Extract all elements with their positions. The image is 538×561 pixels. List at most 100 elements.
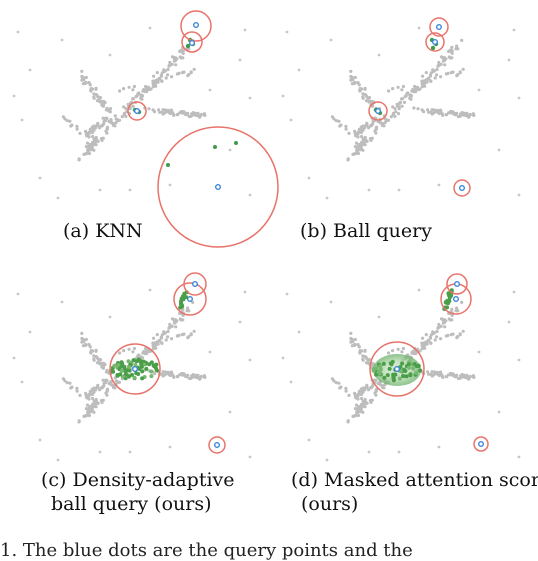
point-cloud-point <box>400 97 405 101</box>
point-cloud-point <box>401 84 405 89</box>
point-cloud-point <box>127 347 131 351</box>
point-cloud-point <box>383 121 387 125</box>
point-cloud-point <box>166 73 170 77</box>
point-cloud-point <box>163 108 167 112</box>
point-cloud-point <box>420 85 424 89</box>
point-cloud-point <box>91 402 95 406</box>
caption-d: (d) Masked attention score (ours) <box>291 468 538 516</box>
point-cloud-point <box>198 377 202 381</box>
noise-point <box>367 450 371 454</box>
point-cloud-point <box>137 353 141 357</box>
noise-point <box>437 183 441 187</box>
point-cloud-point <box>447 49 451 53</box>
point-cloud-point <box>175 319 179 323</box>
point-cloud-point <box>107 119 111 123</box>
point-cloud-point <box>161 112 165 116</box>
point-cloud-point <box>80 75 84 79</box>
query-point <box>214 183 221 190</box>
noise-point <box>20 380 24 384</box>
point-cloud-point <box>349 75 353 79</box>
point-cloud-point <box>422 110 426 114</box>
point-cloud-point <box>339 123 343 127</box>
point-cloud-point <box>114 121 118 125</box>
point-cloud-point <box>437 373 441 378</box>
point-cloud-point <box>157 338 161 342</box>
point-cloud-point <box>105 393 109 397</box>
point-cloud-point <box>393 114 397 118</box>
point-cloud-point <box>101 364 106 369</box>
point-cloud-point <box>105 368 109 372</box>
point-cloud-point <box>94 86 98 90</box>
point-cloud-point <box>105 131 109 135</box>
point-cloud-point <box>128 107 132 111</box>
noise-point <box>228 410 232 414</box>
point-cloud-point <box>455 74 459 78</box>
point-cloud-point <box>467 377 471 381</box>
noise-point <box>12 94 16 98</box>
point-cloud-point <box>171 112 175 116</box>
point-cloud-point <box>90 125 94 129</box>
noise-point <box>281 356 285 360</box>
point-cloud-point <box>151 347 155 351</box>
point-cloud-point <box>171 374 175 378</box>
neighbor-point <box>416 363 421 368</box>
point-cloud-point <box>403 95 407 99</box>
neighbor-point <box>412 362 417 366</box>
point-cloud-point <box>127 85 131 89</box>
point-cloud-point <box>354 141 359 145</box>
point-cloud-point <box>88 127 92 131</box>
neighbor-cluster <box>110 357 159 381</box>
noise-point <box>517 193 521 197</box>
cut-off-caption-text: 1. The blue dots are the query points an… <box>0 540 413 561</box>
noise-point <box>228 148 232 152</box>
point-cloud-point <box>357 404 361 409</box>
point-cloud-point <box>177 333 181 337</box>
point-cloud-point <box>421 336 425 340</box>
point-cloud-point <box>461 67 465 71</box>
point-cloud-point <box>363 398 367 402</box>
point-cloud-point <box>365 124 369 128</box>
query-point <box>186 296 193 303</box>
point-cloud-point <box>104 378 108 382</box>
point-cloud-point <box>444 375 448 379</box>
neighbor-point <box>126 359 131 364</box>
neighbor-point <box>132 375 137 380</box>
point-cloud-point <box>147 350 151 354</box>
point-cloud-point <box>92 354 96 358</box>
noise-point <box>98 188 102 192</box>
point-cloud-point <box>96 386 100 390</box>
point-cloud-point <box>68 119 72 123</box>
point-cloud-point <box>174 325 178 329</box>
point-cloud-point <box>196 111 200 115</box>
point-cloud-point <box>435 335 439 339</box>
point-cloud-point <box>425 342 429 346</box>
noise-point <box>497 148 501 152</box>
point-cloud-point <box>402 100 407 104</box>
noise-point <box>325 458 329 462</box>
point-cloud-point <box>144 350 148 354</box>
point-cloud-point <box>380 122 385 126</box>
point-cloud-point <box>94 126 98 130</box>
point-cloud-point <box>370 385 374 389</box>
point-cloud-point <box>357 389 361 393</box>
point-cloud-point <box>153 82 157 86</box>
knn-radius-circle <box>181 31 203 53</box>
point-cloud-point <box>357 83 361 87</box>
noise-point <box>128 450 132 454</box>
point-cloud-point <box>344 386 348 390</box>
point-cloud-point <box>400 350 404 354</box>
point-cloud-point <box>353 337 357 342</box>
point-cloud-point <box>105 106 109 110</box>
neighbor-point <box>127 374 131 379</box>
point-cloud-point <box>167 109 171 113</box>
point-cloud-point <box>101 385 105 389</box>
point-cloud-point <box>355 150 359 154</box>
point-cloud-point <box>426 108 430 112</box>
point-cloud-point <box>441 59 445 63</box>
point-cloud-point <box>147 88 151 92</box>
noise-point <box>512 28 516 32</box>
point-cloud-point <box>162 68 166 72</box>
neighbor-point <box>182 291 187 296</box>
point-cloud-point <box>429 79 433 83</box>
point-cloud-point <box>458 70 462 74</box>
